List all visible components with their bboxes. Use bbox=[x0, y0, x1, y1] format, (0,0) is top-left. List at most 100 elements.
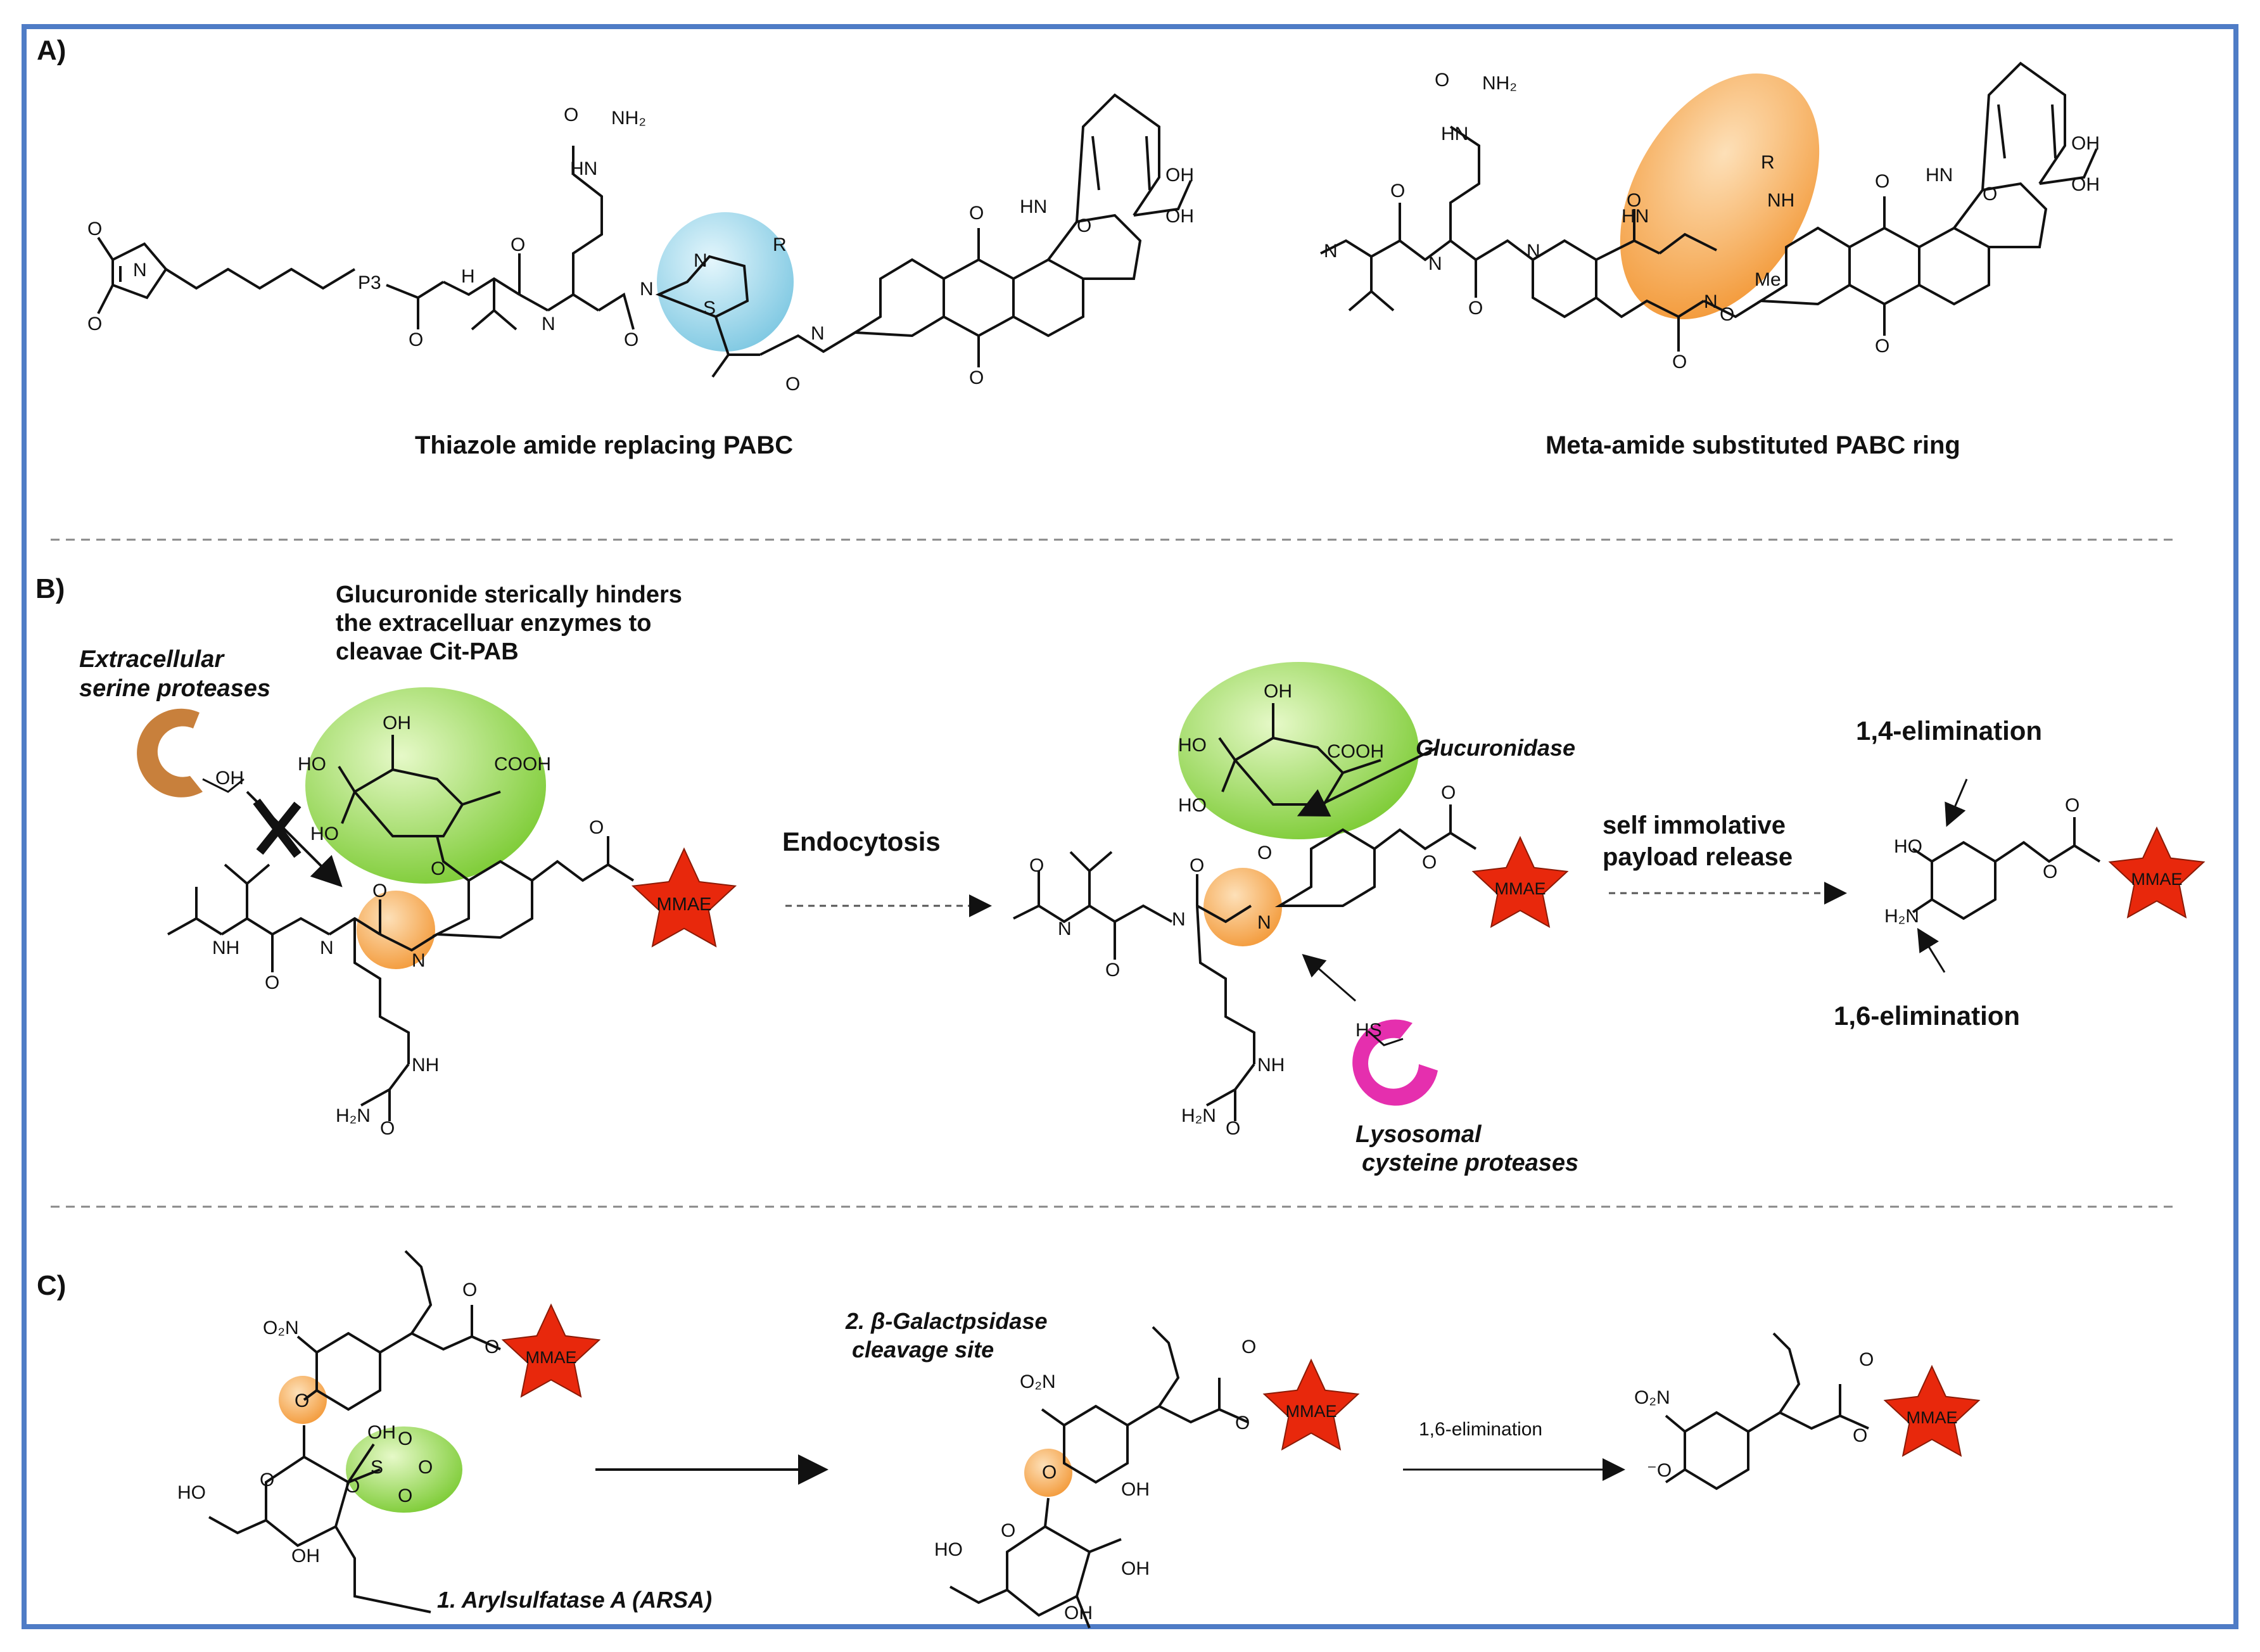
atom-cooh: COOH bbox=[1327, 741, 1384, 762]
elimination-label-c: 1,6-elimination bbox=[1419, 1419, 1543, 1440]
atom-hn: N bbox=[542, 314, 555, 334]
atom-me: Me bbox=[1755, 269, 1781, 290]
mmae-label: MMAE bbox=[657, 894, 712, 915]
note-line-2: the extracelluar enzymes to bbox=[336, 610, 652, 637]
extracellular-line-2: serine proteases bbox=[79, 675, 271, 702]
atom-n: N bbox=[1428, 253, 1442, 274]
note-line-3: cleavae Cit-PAB bbox=[336, 639, 519, 665]
atom-o: O bbox=[398, 1428, 413, 1449]
atom-no2: O₂N bbox=[263, 1318, 299, 1338]
atom-o: O bbox=[1875, 336, 1890, 357]
panel-a-label: A) bbox=[37, 35, 67, 66]
atom-o: O bbox=[1235, 1413, 1250, 1433]
caption-meta-amide: Meta-amide substituted PABC ring bbox=[1546, 431, 1960, 459]
galactosidase-line-2: cleavage site bbox=[852, 1337, 994, 1363]
atom-n: N bbox=[640, 279, 654, 300]
cit-amide-highlight-right bbox=[1203, 868, 1282, 946]
atom-hn: HN bbox=[1622, 206, 1649, 227]
caption-thiazole: Thiazole amide replacing PABC bbox=[415, 431, 794, 459]
mmae-label: MMAE bbox=[1286, 1402, 1337, 1421]
mmae-star bbox=[631, 847, 737, 948]
galactoside-oxygen-highlight-1 bbox=[279, 1376, 327, 1424]
atom-o: O bbox=[1241, 1337, 1257, 1357]
mmae-label: MMAE bbox=[1495, 879, 1546, 898]
note-line-1: Glucuronide sterically hinders bbox=[336, 581, 682, 608]
structure-b-middle bbox=[1013, 703, 1477, 1121]
atom-hn: HN bbox=[1441, 124, 1469, 144]
endocytosis-label: Endocytosis bbox=[782, 827, 941, 856]
atom-n: N bbox=[1172, 909, 1186, 930]
atom-o: O bbox=[785, 374, 801, 395]
atom-h2n: H₂N bbox=[1181, 1105, 1216, 1126]
atom-nh2: NH₂ bbox=[1482, 73, 1517, 94]
atom-o: O bbox=[1627, 190, 1642, 211]
atom-n: N bbox=[1257, 912, 1271, 933]
atom-o: O bbox=[1257, 842, 1273, 863]
atom-hn: HN bbox=[1926, 165, 1953, 186]
atom-n: N bbox=[1058, 918, 1072, 939]
atom-ho: HO bbox=[310, 823, 339, 844]
atom-ho: HO bbox=[298, 754, 326, 775]
atom-nh: NH bbox=[1767, 190, 1795, 211]
atom-n: N bbox=[811, 323, 825, 344]
atom-o: O bbox=[398, 1485, 413, 1506]
atom-so: S bbox=[371, 1457, 384, 1478]
atom-o: O bbox=[1441, 782, 1456, 803]
atom-n: N bbox=[1527, 241, 1540, 262]
structure-c-middle bbox=[949, 1326, 1625, 1629]
atom-o: O bbox=[462, 1280, 478, 1300]
atom-o: O bbox=[1190, 855, 1205, 876]
atom-n: N bbox=[1324, 241, 1338, 262]
atom-hn: NH bbox=[212, 937, 240, 958]
galactosidase-line-1: 2. β-Galactpsidase bbox=[846, 1308, 1048, 1334]
mmae-star bbox=[2108, 826, 2206, 919]
thiazole-highlight bbox=[657, 212, 794, 352]
lysosomal-line-1: Lysosomal bbox=[1355, 1121, 1482, 1148]
atom-hn: HN bbox=[1020, 196, 1048, 217]
atom-o: O bbox=[1859, 1349, 1874, 1370]
atom-o: O bbox=[1983, 184, 1998, 205]
atom-no2: O₂N bbox=[1020, 1371, 1056, 1392]
atom-o: O bbox=[969, 203, 984, 224]
extracellular-line-1: Extracellular bbox=[79, 646, 224, 673]
atom-o: O bbox=[1672, 352, 1687, 372]
structure-c-left bbox=[208, 1250, 828, 1613]
atom-oh: OH bbox=[1165, 206, 1194, 227]
blocked-cross bbox=[253, 798, 302, 858]
atom-o: O bbox=[2043, 861, 2058, 882]
atom-o: O bbox=[345, 1476, 360, 1497]
atom-o: O bbox=[409, 329, 424, 350]
atom-o: O bbox=[2065, 795, 2080, 816]
atom-oh: OH bbox=[291, 1546, 320, 1566]
cit-amide-highlight-left bbox=[357, 891, 435, 969]
mmae-star bbox=[1262, 1358, 1360, 1451]
atom-oh: OH bbox=[1064, 1603, 1093, 1623]
mmae-star bbox=[501, 1303, 601, 1398]
atom-hn: HN bbox=[570, 158, 598, 179]
structure-a-right bbox=[1320, 61, 2098, 352]
atom-oh: OH bbox=[2071, 133, 2100, 154]
atom-oh: OH bbox=[1121, 1479, 1150, 1500]
atom-ho: HO bbox=[1178, 795, 1207, 816]
atom-o: O bbox=[1422, 852, 1437, 873]
elimination-16-label: 1,6-elimination bbox=[1834, 1001, 2021, 1031]
atom-cooh: COOH bbox=[494, 754, 551, 775]
mmae-star bbox=[1883, 1364, 1981, 1458]
atom-hn: H bbox=[461, 266, 475, 287]
atom-ho: HO bbox=[934, 1539, 963, 1560]
atom-n: N bbox=[133, 260, 147, 281]
atom-o: O bbox=[564, 105, 579, 125]
atom-o: O bbox=[372, 880, 388, 901]
atom-o: O bbox=[485, 1337, 500, 1357]
atom-o: O bbox=[1435, 70, 1450, 91]
atom-hs: HS bbox=[1355, 1020, 1382, 1041]
atom-h2n: H₂N bbox=[1884, 906, 1919, 927]
atom-o: O bbox=[1042, 1462, 1057, 1483]
elimination-14-label: 1,4-elimination bbox=[1856, 716, 2043, 746]
atom-n: N bbox=[320, 937, 334, 958]
meta-amide-highlight bbox=[1620, 73, 1820, 319]
atom-o: O bbox=[260, 1470, 275, 1490]
atom-ho: HO bbox=[177, 1482, 206, 1503]
